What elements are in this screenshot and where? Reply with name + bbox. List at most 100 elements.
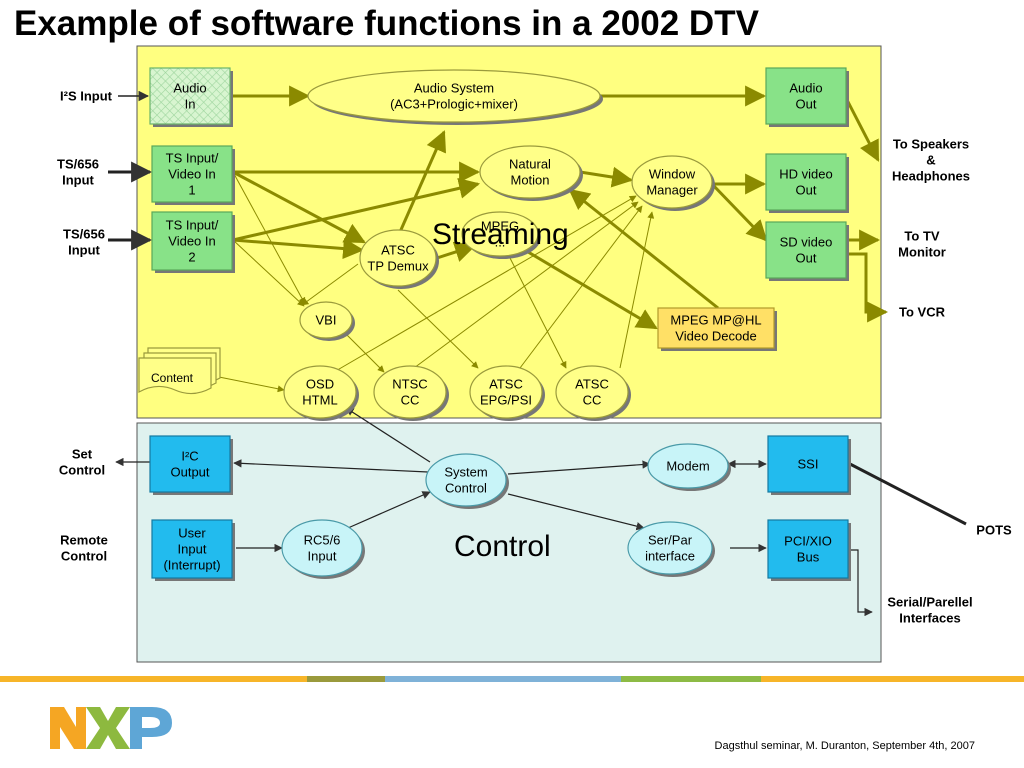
- label-line: Headphones: [892, 169, 970, 184]
- label-line: Motion: [510, 173, 549, 188]
- label-line: Input: [308, 549, 337, 564]
- audio-system-node: Audio System(AC3+Prologic+mixer): [307, 69, 603, 125]
- mpeg-node: MPEG...: [461, 211, 541, 259]
- label-line: VBI: [316, 313, 337, 328]
- ssi-box: SSI: [767, 435, 851, 495]
- label-line: SD video: [780, 235, 833, 250]
- label-line: Audio: [173, 81, 206, 96]
- label-line: interface: [645, 549, 695, 564]
- label-line: Control: [445, 481, 487, 496]
- label-line: SSI: [798, 457, 819, 472]
- label-line: Modem: [666, 459, 709, 474]
- label-line: Input: [62, 173, 94, 188]
- content-node: Content: [138, 347, 221, 395]
- label-line: PCI/XIO: [784, 534, 832, 549]
- label-line: TP Demux: [367, 259, 429, 274]
- modem-node: Modem: [647, 443, 731, 491]
- label-line: NTSC: [392, 377, 427, 392]
- label-line: Serial/Parellel: [887, 595, 972, 610]
- label-line: RC5/6: [304, 533, 341, 548]
- label-line: I²S Input: [60, 89, 113, 104]
- label-line: HD video: [779, 167, 832, 182]
- label-line: System: [444, 465, 487, 480]
- slide-footer: Dagsthul seminar, M. Duranton, September…: [714, 740, 975, 752]
- label-line: In: [185, 97, 196, 112]
- speakers-label: To Speakers&Headphones: [892, 137, 970, 184]
- label-line: &: [926, 153, 935, 168]
- band-orange: [0, 676, 307, 682]
- label-line: Bus: [797, 550, 820, 565]
- label-line: 1: [188, 183, 195, 198]
- slide-title: Example of software functions in a 2002 …: [14, 4, 759, 43]
- label-line: Out: [796, 251, 817, 266]
- label-line: TS/656: [57, 157, 99, 172]
- ts-input-2-box: TS Input/Video In2: [151, 211, 235, 273]
- label-line: Monitor: [898, 245, 946, 260]
- ts-input-1-box: TS Input/Video In1: [151, 145, 235, 205]
- label-line: To TV: [904, 229, 939, 244]
- band-olive: [307, 676, 385, 682]
- streaming-label: Streaming: [432, 218, 569, 251]
- label-line: CC: [583, 393, 602, 408]
- label-line: POTS: [976, 523, 1012, 538]
- label-line: 2: [188, 250, 195, 265]
- label-line: Input: [178, 542, 207, 557]
- label-line: Audio System: [414, 81, 494, 96]
- i2s-input-label: I²S Input: [60, 89, 113, 104]
- label-line: MPEG: [481, 219, 519, 234]
- vcr-label: To VCR: [899, 305, 946, 320]
- pots-label: POTS: [976, 523, 1012, 538]
- label-line: ATSC: [575, 377, 609, 392]
- band-orange-right: [761, 676, 1024, 682]
- label-line: I²C: [181, 449, 198, 464]
- label-line: CC: [401, 393, 420, 408]
- label-line: Audio: [789, 81, 822, 96]
- label-line: Interfaces: [899, 611, 960, 626]
- label-line: Out: [796, 97, 817, 112]
- label-line: Control: [59, 463, 105, 478]
- label-line: HTML: [302, 393, 337, 408]
- label-line: TS/656: [63, 227, 105, 242]
- label-line: Video In: [168, 234, 215, 249]
- label-line: ...: [495, 235, 506, 250]
- label-line: EPG/PSI: [480, 393, 532, 408]
- label-line: MPEG MP@HL: [670, 313, 761, 328]
- label-line: ATSC: [381, 243, 415, 258]
- label-line: TS Input/: [166, 151, 219, 166]
- vbi-node: VBI: [299, 301, 355, 341]
- label-line: Ser/Par: [648, 533, 693, 548]
- label-line: Input: [68, 243, 100, 258]
- diagram-edges: [213, 85, 889, 393]
- label-line: (AC3+Prologic+mixer): [390, 97, 518, 112]
- label-line: Set: [72, 447, 93, 462]
- label-line: Remote: [60, 533, 108, 548]
- label-line: Out: [796, 183, 817, 198]
- label-line: OSD: [306, 377, 334, 392]
- label-line: ATSC: [489, 377, 523, 392]
- label-line: Video In: [168, 167, 215, 182]
- label-line: To Speakers: [893, 137, 969, 152]
- label-line: Content: [151, 371, 194, 385]
- label-line: Control: [61, 549, 107, 564]
- label-line: Manager: [646, 183, 698, 198]
